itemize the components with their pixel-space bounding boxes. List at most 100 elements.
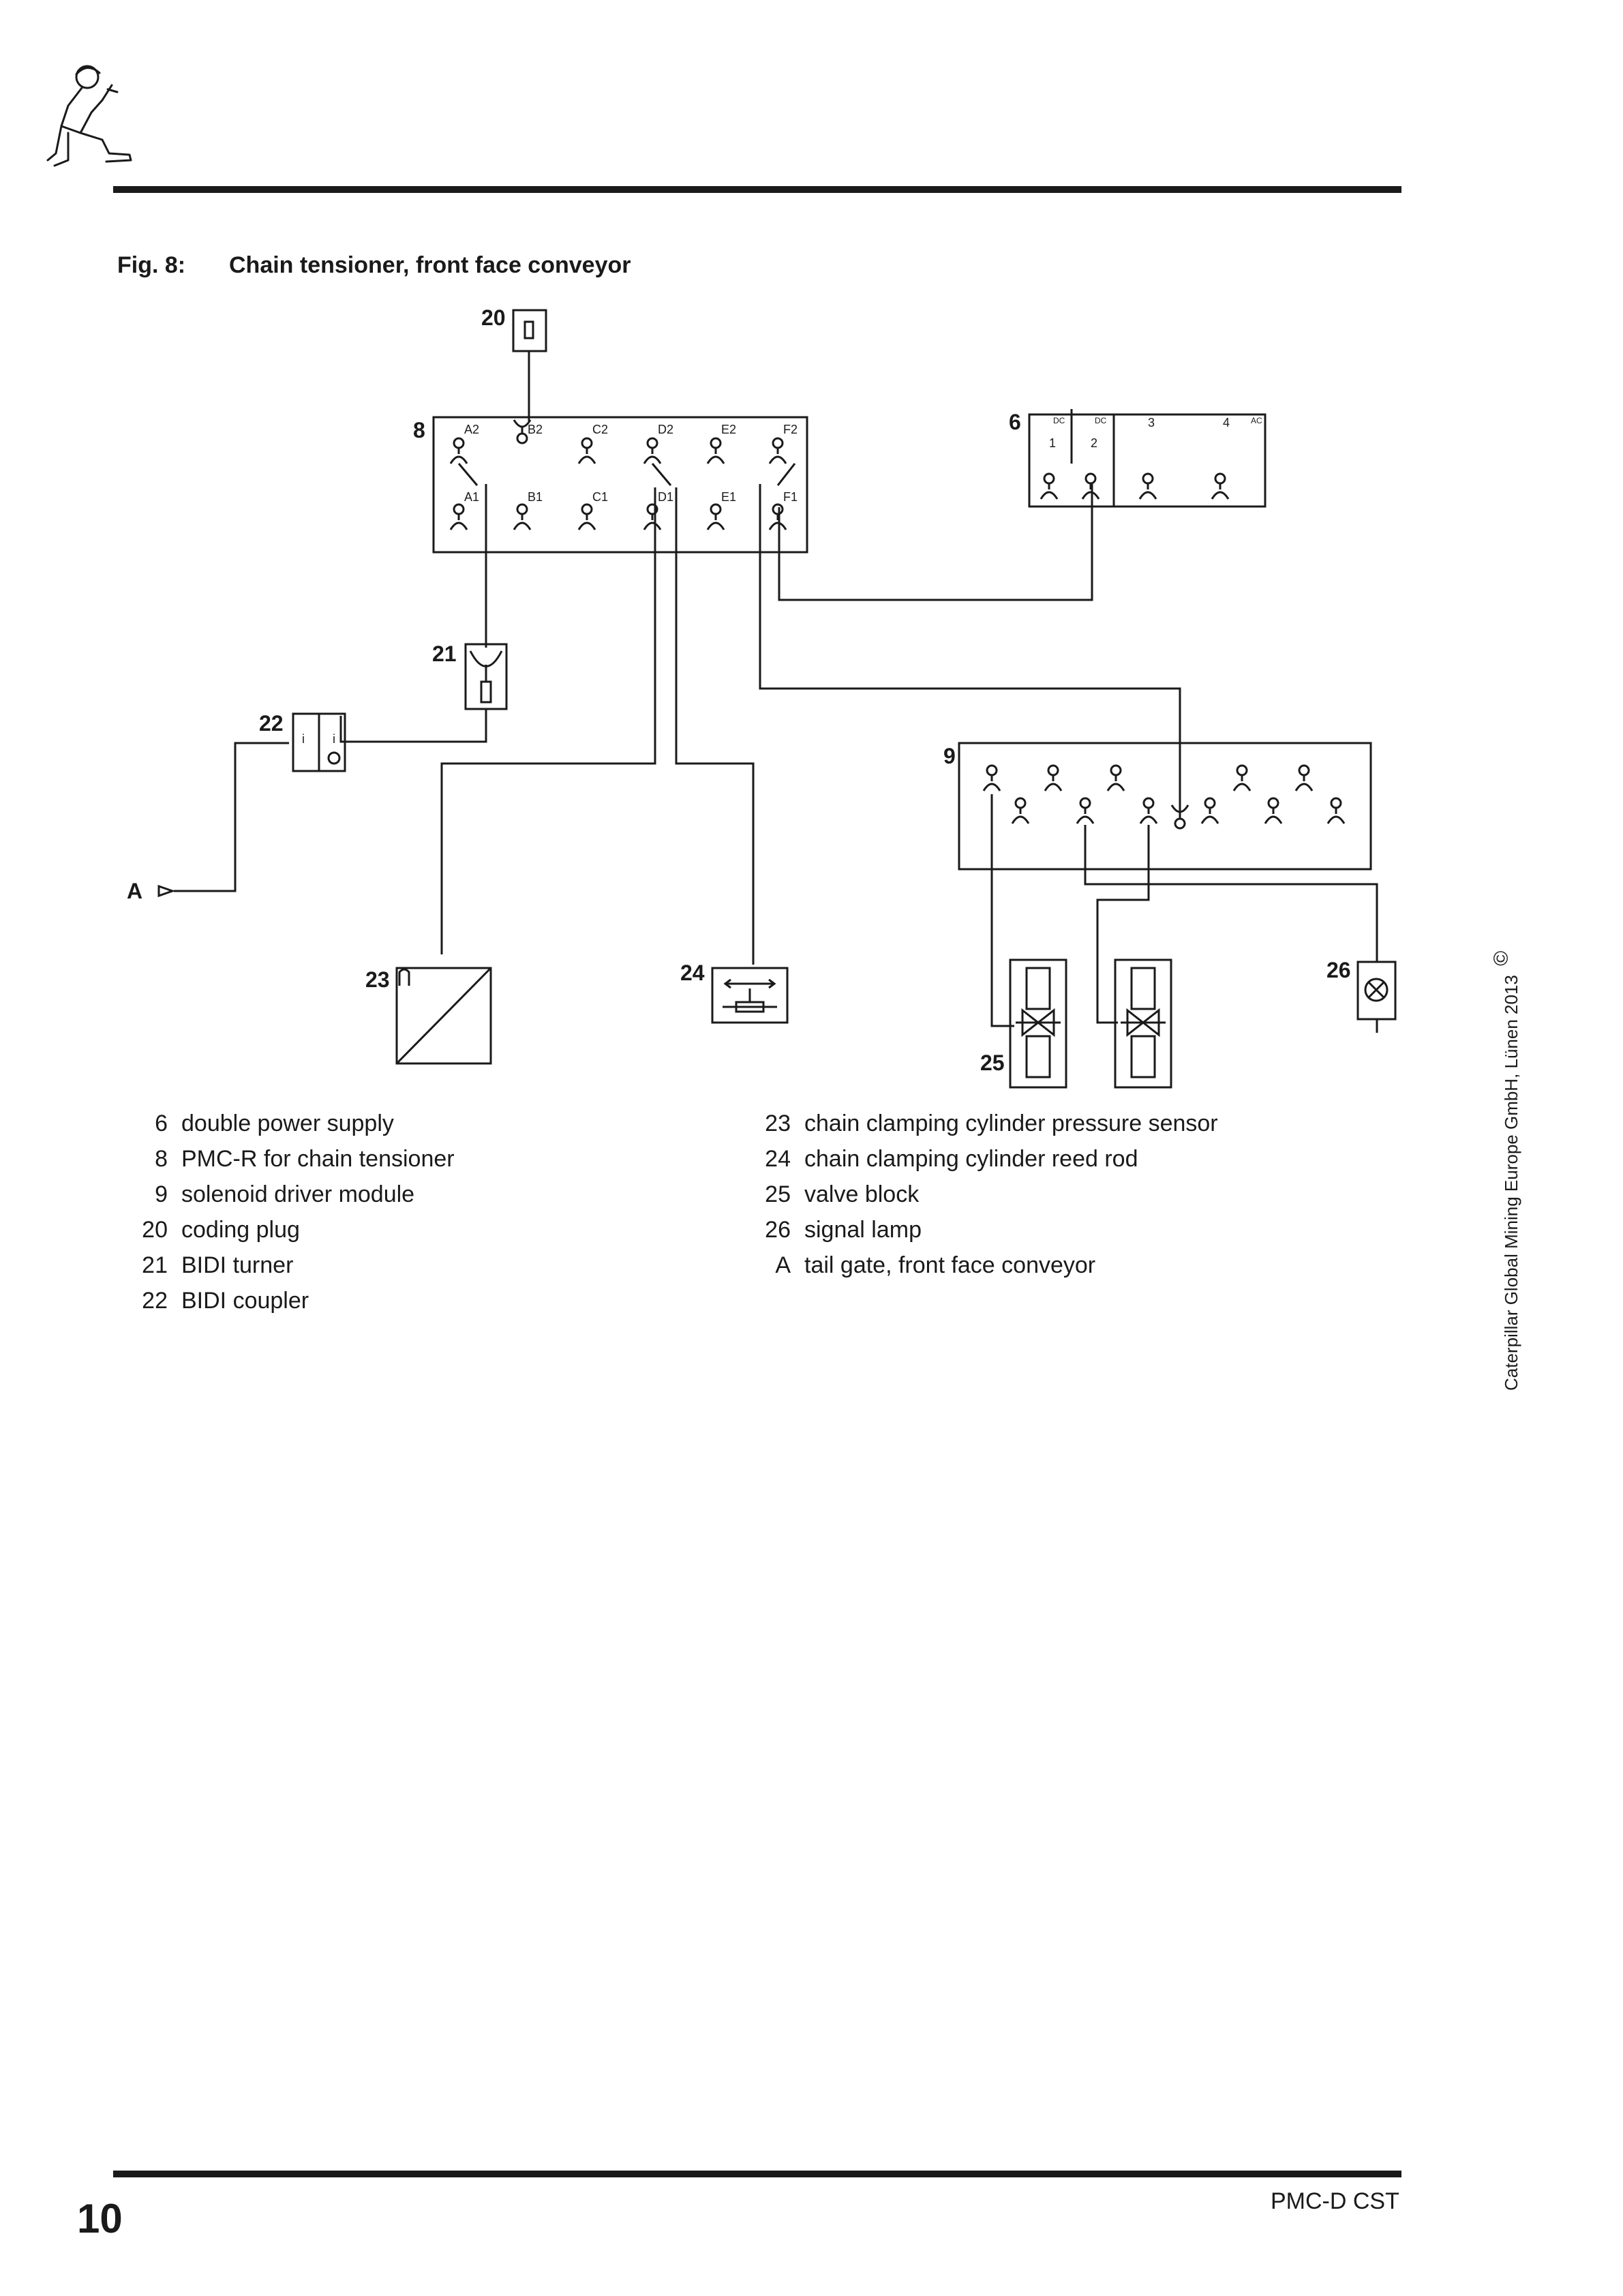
worker-with-tool-icon [46, 65, 132, 167]
legend-item-text: signal lamp [804, 1217, 922, 1243]
legend-item-text: tail gate, front face conveyor [804, 1252, 1096, 1278]
legend-item-number: 24 [765, 1146, 791, 1172]
callout-22: 22 [259, 711, 284, 736]
legend-item-number: 9 [155, 1181, 168, 1207]
coupler-label-right: i [333, 732, 335, 746]
legend-item-text: chain clamping cylinder reed rod [804, 1146, 1138, 1172]
coupler-label-left: i [302, 732, 305, 746]
callout-21: 21 [432, 641, 457, 666]
psu-channel-3: 3 [1148, 416, 1155, 429]
sdm-pin-bottom [1139, 797, 1158, 824]
sdm-pin-bottom [1200, 797, 1219, 824]
pmc-pin-bottom [449, 503, 468, 530]
header-rule [113, 186, 1401, 193]
document-title: PMC-D CST [1271, 2188, 1399, 2214]
callout-24: 24 [680, 961, 705, 985]
figure-number: Fig. 8: [117, 252, 186, 278]
psu-dc-label-1: DC [1053, 416, 1065, 425]
pmc-pin-label-top: B2 [528, 423, 543, 436]
sdm-pin-bottom [1326, 797, 1346, 824]
footer-rule [113, 2171, 1401, 2177]
legend-item: 22 BIDI coupler [106, 1287, 309, 1314]
pmc-pin-label-bottom: F1 [783, 490, 798, 504]
legend-item-number: 25 [765, 1181, 791, 1207]
psu-dc-label-2: DC [1095, 416, 1107, 425]
psu-channel-2: 2 [1091, 436, 1097, 450]
pmc-pin-top [577, 437, 596, 464]
callout-6: 6 [1009, 410, 1021, 434]
copyright-notice: Caterpillar Global Mining Europe GmbH, L… [1490, 951, 1523, 1391]
legend-item: 25 valve block [729, 1181, 919, 1208]
legend-item-number: 22 [142, 1288, 168, 1314]
page-number: 10 [77, 2196, 123, 2241]
psu-pin [1081, 472, 1100, 500]
pmc-pin-bottom [706, 503, 725, 530]
legend-item-text: BIDI coupler [181, 1288, 309, 1314]
psu-pin [1138, 472, 1157, 500]
callout-20: 20 [481, 305, 506, 330]
sdm-pin-top [1294, 764, 1314, 791]
pmc-pin-top [449, 437, 468, 464]
sdm-pin-bottom [1264, 797, 1283, 824]
legend-item-number: 23 [765, 1111, 791, 1136]
sdm-pins [982, 764, 1346, 830]
psu-channel-4: 4 [1223, 416, 1230, 429]
legend-item: 20 coding plug [106, 1216, 300, 1243]
pmc-pin-label-bottom: D1 [658, 490, 673, 504]
pmc-pin-bottom [577, 503, 596, 530]
pmc-pin-label-top: A2 [464, 423, 479, 436]
legend-item-number: 6 [155, 1111, 168, 1136]
sdm-pin-top [1044, 764, 1063, 791]
pmc-pin-label-top: D2 [658, 423, 673, 436]
legend-item-text: valve block [804, 1181, 920, 1207]
legend-item-number: 20 [142, 1217, 168, 1243]
legend-item: 26 signal lamp [729, 1216, 922, 1243]
legend-item: 9 solenoid driver module [106, 1181, 414, 1208]
pmc-pin-bottom [768, 503, 787, 530]
legend-item-number: 26 [765, 1217, 791, 1243]
callout-25: 25 [980, 1051, 1005, 1075]
pmc-bridge [651, 463, 672, 486]
legend-item-text: solenoid driver module [181, 1181, 415, 1207]
psu-pin [1040, 472, 1059, 500]
legend-item-text: PMC-R for chain tensioner [181, 1146, 455, 1172]
psu-channel-1: 1 [1049, 436, 1056, 450]
pmc-pin-label-top: C2 [592, 423, 608, 436]
copyright-symbol: © [1490, 950, 1513, 966]
legend-item-number: 21 [142, 1252, 168, 1278]
psu-pins [1040, 472, 1230, 500]
psu-ac-label: AC [1251, 416, 1262, 425]
legend-item: 21 BIDI turner [106, 1252, 293, 1279]
pmc-pin-top [768, 437, 787, 464]
pmc-bridge [457, 463, 479, 486]
pmc-pin-label-bottom: E1 [721, 490, 736, 504]
pmc-pin-label-top: F2 [783, 423, 798, 436]
pmc-pin-top [643, 437, 662, 464]
legend-item-text: chain clamping cylinder pressure sensor [804, 1111, 1218, 1136]
pmc-pin-label-bottom: A1 [464, 490, 479, 504]
callout-23: 23 [365, 967, 390, 992]
legend-item-number: 8 [155, 1146, 168, 1172]
sdm-pin-top [1106, 764, 1125, 791]
legend-item-text: coding plug [181, 1217, 300, 1243]
callout-26: 26 [1326, 958, 1351, 982]
psu-pin [1211, 472, 1230, 500]
pmc-pin-label-top: E2 [721, 423, 736, 436]
pmc-pin-label-bottom: B1 [528, 490, 543, 504]
callout-A: A [127, 879, 142, 903]
legend-item: 8 PMC-R for chain tensioner [106, 1145, 455, 1173]
legend-item: 24 chain clamping cylinder reed rod [729, 1145, 1138, 1173]
figure-title: Chain tensioner, front face conveyor [229, 252, 631, 278]
sdm-pin-bottom [1011, 797, 1030, 824]
copyright-text: Caterpillar Global Mining Europe GmbH, L… [1501, 975, 1521, 1391]
legend-item-number: A [775, 1252, 791, 1278]
pmc-pin-label-bottom: C1 [592, 490, 608, 504]
callout-8: 8 [413, 418, 425, 442]
sdm-pin-top [1232, 764, 1252, 791]
sdm-pin-top [982, 764, 1001, 791]
legend-item-text: BIDI turner [181, 1252, 294, 1278]
